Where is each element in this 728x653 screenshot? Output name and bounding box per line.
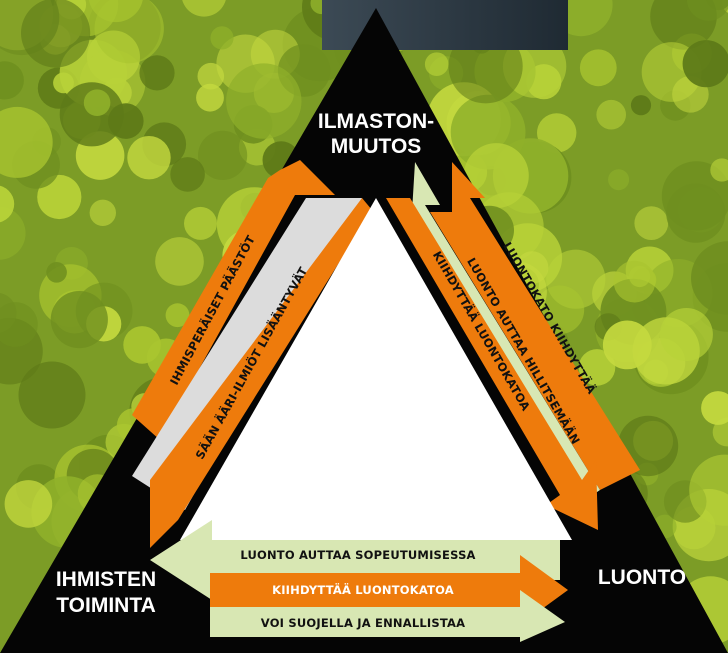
label-human-to-nature-2: VOI SUOJELLA JA ENNALLISTAA [261, 616, 465, 630]
arrow-nature-to-climate-2 [405, 162, 600, 505]
tree-crown [666, 183, 726, 243]
tree-crown [689, 454, 728, 526]
tree-crown [89, 199, 117, 226]
tree-crown [94, 0, 164, 64]
node-human-line2: TOIMINTA [56, 594, 156, 617]
tree-crown [659, 308, 713, 361]
node-nature: LUONTO [598, 566, 686, 589]
label-human-to-nature-1: KIIHDYTTÄÄ LUONTOKATOA [272, 582, 454, 597]
node-climate-line1: ILMASTON- [318, 110, 434, 133]
tree-crown [108, 103, 144, 139]
tree-crown [515, 251, 549, 284]
node-human-line1: IHMISTEN [56, 568, 156, 591]
tree-crown [630, 95, 652, 116]
tree-crown [0, 292, 17, 333]
tree-crown [608, 169, 630, 191]
arrow-climate-to-nature [386, 198, 598, 530]
tree-crown [634, 206, 669, 241]
tree-crown [0, 185, 15, 223]
tree-crown [139, 55, 175, 91]
arrow-climate-to-human [150, 198, 372, 548]
tree-crown [184, 206, 217, 240]
tree-crown [710, 158, 728, 182]
tree-crown [602, 320, 652, 370]
tree-crown [691, 241, 728, 315]
tree-crown [155, 237, 204, 286]
tree-crown [18, 361, 86, 429]
tree-crown [196, 83, 224, 112]
tree-crown [0, 61, 24, 100]
tree-crown [579, 49, 617, 87]
arrow-human-to-nature-2 [210, 590, 565, 642]
label-nature-to-human: LUONTO AUTTAA SOPEUTUMISESSA [240, 548, 475, 562]
arrow-nature-to-climate-1 [430, 162, 640, 490]
tree-crown [712, 417, 728, 447]
tree-crown [21, 0, 91, 68]
tree-crown [596, 99, 626, 130]
tree-crown [226, 63, 302, 139]
tree-crown [701, 391, 728, 425]
tree-crown [170, 157, 205, 192]
tree-crown [0, 106, 53, 178]
arrow-human-to-climate [132, 160, 335, 440]
tree-crown [424, 52, 449, 76]
tree-crown [4, 480, 53, 528]
tree-crown [210, 26, 234, 50]
tree-crown [123, 326, 161, 364]
tree-crown [37, 174, 82, 220]
tree-crown [127, 136, 171, 180]
tree-crown [50, 291, 108, 349]
tree-crown [182, 0, 226, 17]
tree-crown [198, 130, 248, 180]
tree-crown [0, 206, 26, 260]
tree-crown [535, 285, 585, 335]
tree-crown [165, 303, 190, 328]
tree-crown [197, 62, 225, 90]
tree-crown [578, 349, 616, 386]
tree-crown [83, 89, 111, 116]
tree-crown [463, 143, 529, 209]
central-white-triangle [180, 198, 572, 540]
tree-crown [686, 0, 728, 21]
tree-crown [46, 262, 67, 283]
tree-crown [682, 40, 728, 88]
tree-crown [613, 260, 656, 303]
node-climate-line2: MUUTOS [331, 135, 422, 158]
